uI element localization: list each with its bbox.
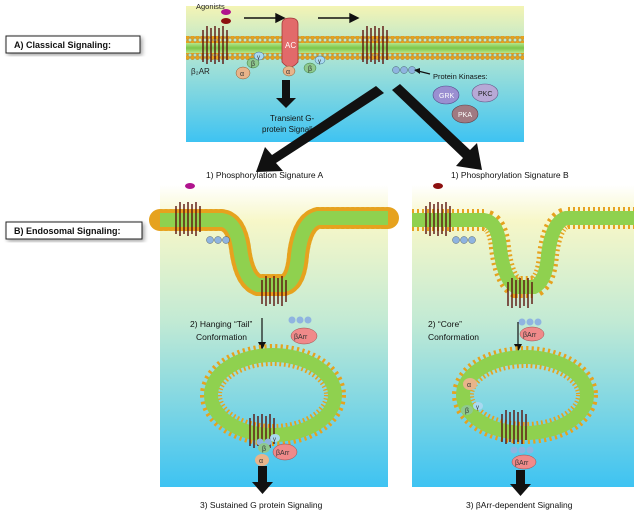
svg-text:γ: γ xyxy=(273,437,276,443)
split-arrows xyxy=(256,84,482,172)
right-outcome: 3) βArr-dependent Signaling xyxy=(466,500,573,510)
transient-arrow xyxy=(276,80,296,108)
svg-text:βArr: βArr xyxy=(294,334,308,341)
right-g-protein: α β γ xyxy=(461,378,483,415)
kinase-arrow xyxy=(414,68,431,75)
agonist-red xyxy=(221,18,231,24)
right-phosphates-top xyxy=(452,236,476,244)
agonists-label: Agonists xyxy=(196,2,225,11)
receptor-b2ar xyxy=(202,26,228,64)
top-membrane xyxy=(186,36,524,60)
ac-label: AC xyxy=(285,41,296,50)
left-receptor-top xyxy=(175,202,201,236)
grk-icon xyxy=(432,85,460,105)
svg-text:γ: γ xyxy=(257,55,260,61)
grk-label: GRK xyxy=(439,93,455,100)
pkc-label: PKC xyxy=(478,91,492,98)
svg-text:α: α xyxy=(467,382,471,389)
left-internalize-arrow xyxy=(258,318,266,350)
left-conf-line1: 2) Hanging “Tail” xyxy=(190,319,253,329)
left-receptor-endosome xyxy=(249,414,275,448)
svg-text:α: α xyxy=(259,458,263,465)
svg-text:γ: γ xyxy=(318,59,321,65)
right-agonist xyxy=(433,183,443,189)
right-barr-pit: βArr xyxy=(518,318,545,342)
left-barr-pit: βArr xyxy=(288,316,318,345)
left-conf-line2: Conformation xyxy=(196,332,247,342)
right-outcome-arrow xyxy=(510,470,531,496)
left-phosphates-top xyxy=(206,236,230,244)
svg-text:B) Endosomal Signaling:: B) Endosomal Signaling: xyxy=(14,226,121,236)
svg-text:α: α xyxy=(286,69,290,76)
svg-text:A) Classical Signaling:: A) Classical Signaling: xyxy=(14,40,111,50)
right-receptor-endosome xyxy=(501,410,527,444)
svg-text:βArr: βArr xyxy=(515,460,529,467)
svg-text:β: β xyxy=(262,446,266,453)
agonist-pink xyxy=(221,9,231,15)
receptor-middle xyxy=(362,26,388,64)
left-complex: γ β α βArr xyxy=(255,434,298,466)
pkc-icon xyxy=(471,83,499,103)
transient-line2: protein Signaling xyxy=(262,125,322,134)
svg-text:γ: γ xyxy=(476,405,479,411)
left-outcome: 3) Sustained G protein Signaling xyxy=(200,500,323,510)
svg-text:βArr: βArr xyxy=(276,450,290,457)
signature-a-label: 1) Phosphorylation Signature A xyxy=(206,170,324,180)
pka-icon xyxy=(451,104,479,124)
protein-kinases-label: Protein Kinases: xyxy=(433,72,488,81)
right-conf-line2: Conformation xyxy=(428,332,479,342)
right-endosome xyxy=(452,346,598,444)
left-receptor-pit xyxy=(261,276,287,306)
right-receptor-top xyxy=(425,202,451,236)
right-internalize-arrow xyxy=(514,322,522,352)
top-phosphates xyxy=(392,66,416,74)
svg-text:β: β xyxy=(308,66,312,73)
svg-text:α: α xyxy=(240,71,244,78)
pka-label: PKA xyxy=(458,112,472,119)
kinases: GRK PKC PKA xyxy=(432,83,499,124)
svg-text:β: β xyxy=(465,408,469,415)
left-outcome-arrow xyxy=(252,466,273,494)
b2ar-label: β₂AR xyxy=(191,67,210,76)
signature-b-label: 1) Phosphorylation Signature B xyxy=(451,170,569,180)
top-arrows xyxy=(244,12,360,24)
transient-line1: Transient G- xyxy=(270,114,314,123)
right-conf-line1: 2) “Core” xyxy=(428,319,462,329)
classical-signaling-label: A) Classical Signaling: xyxy=(5,35,141,54)
top-g-proteins: α β γ α β γ xyxy=(235,51,326,80)
left-membrane xyxy=(149,207,399,296)
left-agonist xyxy=(185,183,195,189)
right-membrane xyxy=(412,207,634,298)
svg-text:βArr: βArr xyxy=(523,332,537,339)
right-complex: βArr xyxy=(510,446,537,470)
svg-text:β: β xyxy=(251,61,255,68)
right-receptor-pit xyxy=(507,278,533,308)
endosomal-signaling-label: B) Endosomal Signaling: xyxy=(5,221,143,240)
